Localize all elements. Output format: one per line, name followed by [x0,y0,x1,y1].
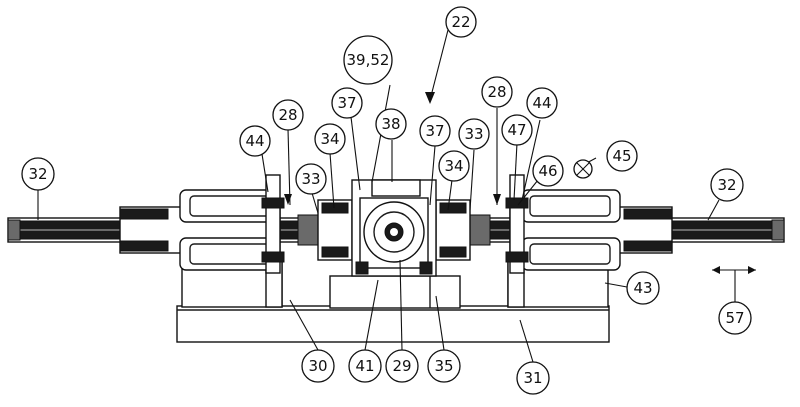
callout-45: 45 [606,140,638,172]
callout-31: 31 [516,361,550,395]
callout-39-52-text: 39,52 [347,51,390,69]
callout-44-left: 44 [239,125,271,157]
left-housing [119,174,285,274]
callout-44-right: 44 [526,87,558,119]
callout-57-text: 57 [725,309,744,327]
callout-44-left-text: 44 [245,132,264,150]
callout-57: 57 [718,301,752,335]
callout-38-text: 38 [381,115,400,133]
callout-38: 38 [375,108,407,140]
callout-31-text: 31 [523,369,542,387]
callout-28-right: 28 [481,76,513,108]
double-arrow-icon [712,266,756,302]
callout-32-right: 32 [710,168,744,202]
callout-37-left-text: 37 [337,94,356,112]
callout-34-left-text: 34 [320,130,339,148]
callout-46-text: 46 [538,162,557,180]
callout-34-right-text: 34 [444,157,463,175]
center-plinth [329,275,461,309]
callout-28-left: 28 [272,99,304,131]
callout-45-text: 45 [612,147,631,165]
callout-29: 29 [385,349,419,383]
callout-37-left: 37 [331,87,363,119]
callout-28-right-text: 28 [487,83,506,101]
callout-41-text: 41 [355,357,374,375]
right-housing [505,174,673,274]
callout-39-52: 39,52 [343,35,393,85]
cross-circle-icon [573,159,593,179]
callout-33-right: 33 [458,118,490,150]
base-platform [176,305,610,343]
callout-29-text: 29 [392,357,411,375]
callout-35: 35 [427,349,461,383]
callout-47-text: 47 [507,121,526,139]
callout-37-right: 37 [419,115,451,147]
callout-33-left: 33 [295,163,327,195]
callout-32-left-text: 32 [28,165,47,183]
callout-44-right-text: 44 [532,94,551,112]
callout-41: 41 [348,349,382,383]
callout-22-text: 22 [451,13,470,31]
callout-46: 46 [532,155,564,187]
central-gearbox [351,179,437,277]
callout-28-left-text: 28 [278,106,297,124]
callout-43-text: 43 [633,279,652,297]
callout-22: 22 [445,6,477,38]
callout-35-text: 35 [434,357,453,375]
callout-37-right-text: 37 [425,122,444,140]
callout-30: 30 [301,349,335,383]
callout-47: 47 [501,114,533,146]
callout-32-right-text: 32 [717,176,736,194]
callout-30-text: 30 [308,357,327,375]
callout-43: 43 [626,271,660,305]
callout-32-left: 32 [21,157,55,191]
callout-33-left-text: 33 [301,170,320,188]
left-bearing-blocks [297,199,353,261]
callout-34-left: 34 [314,123,346,155]
callout-33-right-text: 33 [464,125,483,143]
right-bearing-blocks [435,199,491,261]
callout-34-right: 34 [438,150,470,182]
